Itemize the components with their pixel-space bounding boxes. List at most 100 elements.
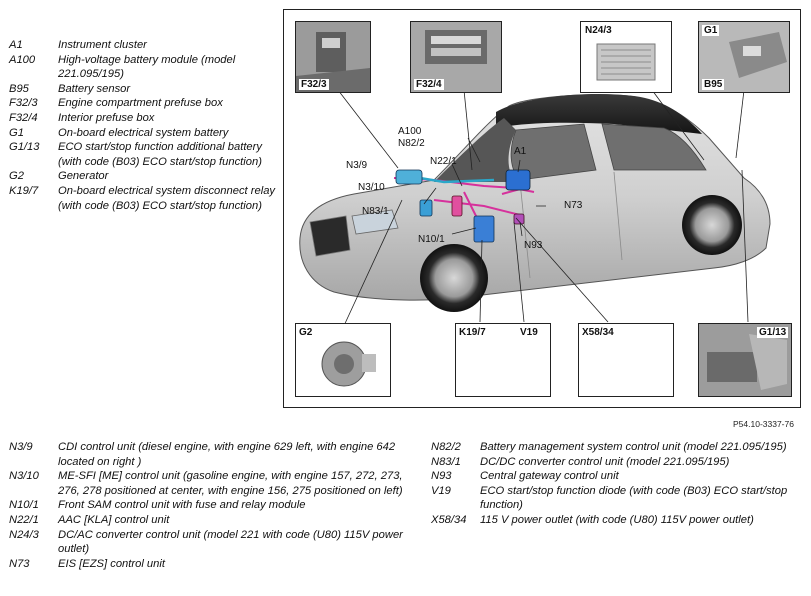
legend-row: A100 High-voltage battery module (model 2… [9,53,281,82]
n22-component [451,195,463,217]
front-wheel [420,244,488,312]
legend-code: B95 [9,82,29,95]
legend-row: K19/7 On-board electrical system disconne… [9,184,281,213]
legend-description: Generator [58,170,109,183]
legend-description: On-board electrical system disconnect re… [58,184,276,212]
dc-ac-converter-photo [581,22,671,92]
label-f32-3: F32/3 [299,79,329,90]
legend-code: K19/7 [9,184,39,197]
legend-description: Instrument cluster [58,39,147,51]
legend-code: X58/34 [431,513,467,526]
label-v19: V19 [520,327,538,338]
legend-description: ECO start/stop function additional batte… [58,141,262,168]
legend-code: A100 [9,53,36,66]
label-n10-1: N10/1 [418,234,445,245]
legend-code: V19 [431,484,451,497]
legend-description: EIS [EZS] control unit [58,557,165,570]
legend-row: N93 Central gateway control unit [431,469,807,484]
legend-description: 115 V power outlet (with code (U80) 115V… [480,513,754,526]
legend-row: X58/34 115 V power outlet (with code (U80… [431,513,807,528]
legend-row: N73 EIS [EZS] control unit [9,557,409,572]
n93-component [513,213,525,225]
headlight [351,209,399,235]
legend-code: F32/3 [9,97,38,110]
label-n3-9: N3/9 [346,160,368,171]
legend-row: N82/2 Battery management system control u… [431,440,807,455]
legend-description: ME-SFI [ME] control unit (gasoline engin… [58,470,403,497]
legend-description: On-board electrical system battery [58,126,229,139]
vehicle-illustration [299,89,771,331]
legend-row: N10/1 Front SAM control unit with fuse an… [9,498,409,513]
n10-component [473,215,495,243]
label-n73: N73 [564,200,583,211]
legend-code: N22/1 [9,513,39,526]
legend-row: B95 Battery sensor [9,82,281,97]
n83-component [419,199,433,217]
rear-wheel [682,195,742,255]
inset-f32-3: F32/3 [295,21,371,93]
label-n3-10: N3/10 [358,182,385,193]
label-b95: B95 [702,79,725,90]
leader-lines [337,89,749,331]
legend-row: N83/1 DC/DC converter control unit (model… [431,455,807,470]
generator-photo [296,324,390,396]
legend-description: DC/AC converter control unit (model 221 … [58,528,403,556]
wiring-harness [393,177,535,225]
label-n82-2: N82/2 [398,138,425,149]
legend-description: Interior prefuse box [58,111,155,124]
legend-code: G2 [9,170,24,183]
legend-row: G1/13 ECO start/stop function additional … [9,140,281,169]
label-g2: G2 [299,327,313,338]
legend-code: N73 [9,557,30,570]
a1-component [505,169,531,191]
label-n22-1: N22/1 [430,156,457,167]
legend-description: AAC [KLA] control unit [58,513,170,526]
legend-code: A1 [9,39,23,51]
legend-description: Battery management system control unit (… [480,441,787,453]
legend-description: DC/DC converter control unit (model 221.… [480,455,730,468]
inset-n24-3: N24/3 [580,21,672,93]
label-a100: A100 [398,126,422,137]
legend-code: G1/13 [9,141,40,154]
legend-description: High-voltage battery module (model 221.0… [58,53,236,81]
legend-row: G2 Generator [9,169,281,184]
figure-id: P54.10-3337-76 [733,419,794,429]
legend-row: V19 ECO start/stop function diode (with c… [431,484,807,513]
label-f32-4: F32/4 [414,79,444,90]
legend-code: F32/4 [9,111,38,124]
label-n93: N93 [524,240,543,251]
car-windows [510,123,707,181]
wiring-diagram-figure: F32/3 F32/4 N24/3 G1 B95 G2 K19/7 V19 X5… [283,9,801,408]
label-k19-7: K19/7 [459,327,486,338]
inset-g2: G2 [295,323,391,397]
car-grille [309,215,351,257]
legend-row: N3/9 CDI control unit (diesel engine, wit… [9,440,409,469]
legend-code: N3/10 [9,470,39,483]
legend-code: N93 [431,470,452,483]
legend-description: Engine compartment prefuse box [58,97,223,110]
legend-row: N22/1 AAC [KLA] control unit [9,513,409,528]
legend-code: N3/9 [9,441,33,453]
label-a1: A1 [514,146,527,157]
inset-x58-34: X58/34 [578,323,674,397]
car-roof [496,93,702,134]
label-g1-13: G1/13 [757,327,789,338]
legend-description: Front SAM control unit with fuse and rel… [58,499,306,512]
inset-g1-13: G1/13 [698,323,792,397]
legend-code: N83/1 [431,455,461,468]
label-n24-3: N24/3 [585,25,612,36]
legend-code: N82/2 [431,441,461,453]
legend-row: F32/3 Engine compartment prefuse box [9,96,281,111]
label-x58-34: X58/34 [582,327,614,338]
legend-description: CDI control unit (diesel engine, with en… [58,441,396,468]
label-n83-1: N83/1 [362,206,389,217]
legend-description: ECO start/stop function diode (with code… [480,484,788,512]
legend-row: F32/4 Interior prefuse box [9,111,281,126]
legend-description: Battery sensor [58,82,131,95]
legend-description: Central gateway control unit [480,470,619,483]
inset-g1-b95: G1 B95 [698,21,790,93]
label-g1: G1 [702,25,720,36]
legend-code: N10/1 [9,499,39,512]
